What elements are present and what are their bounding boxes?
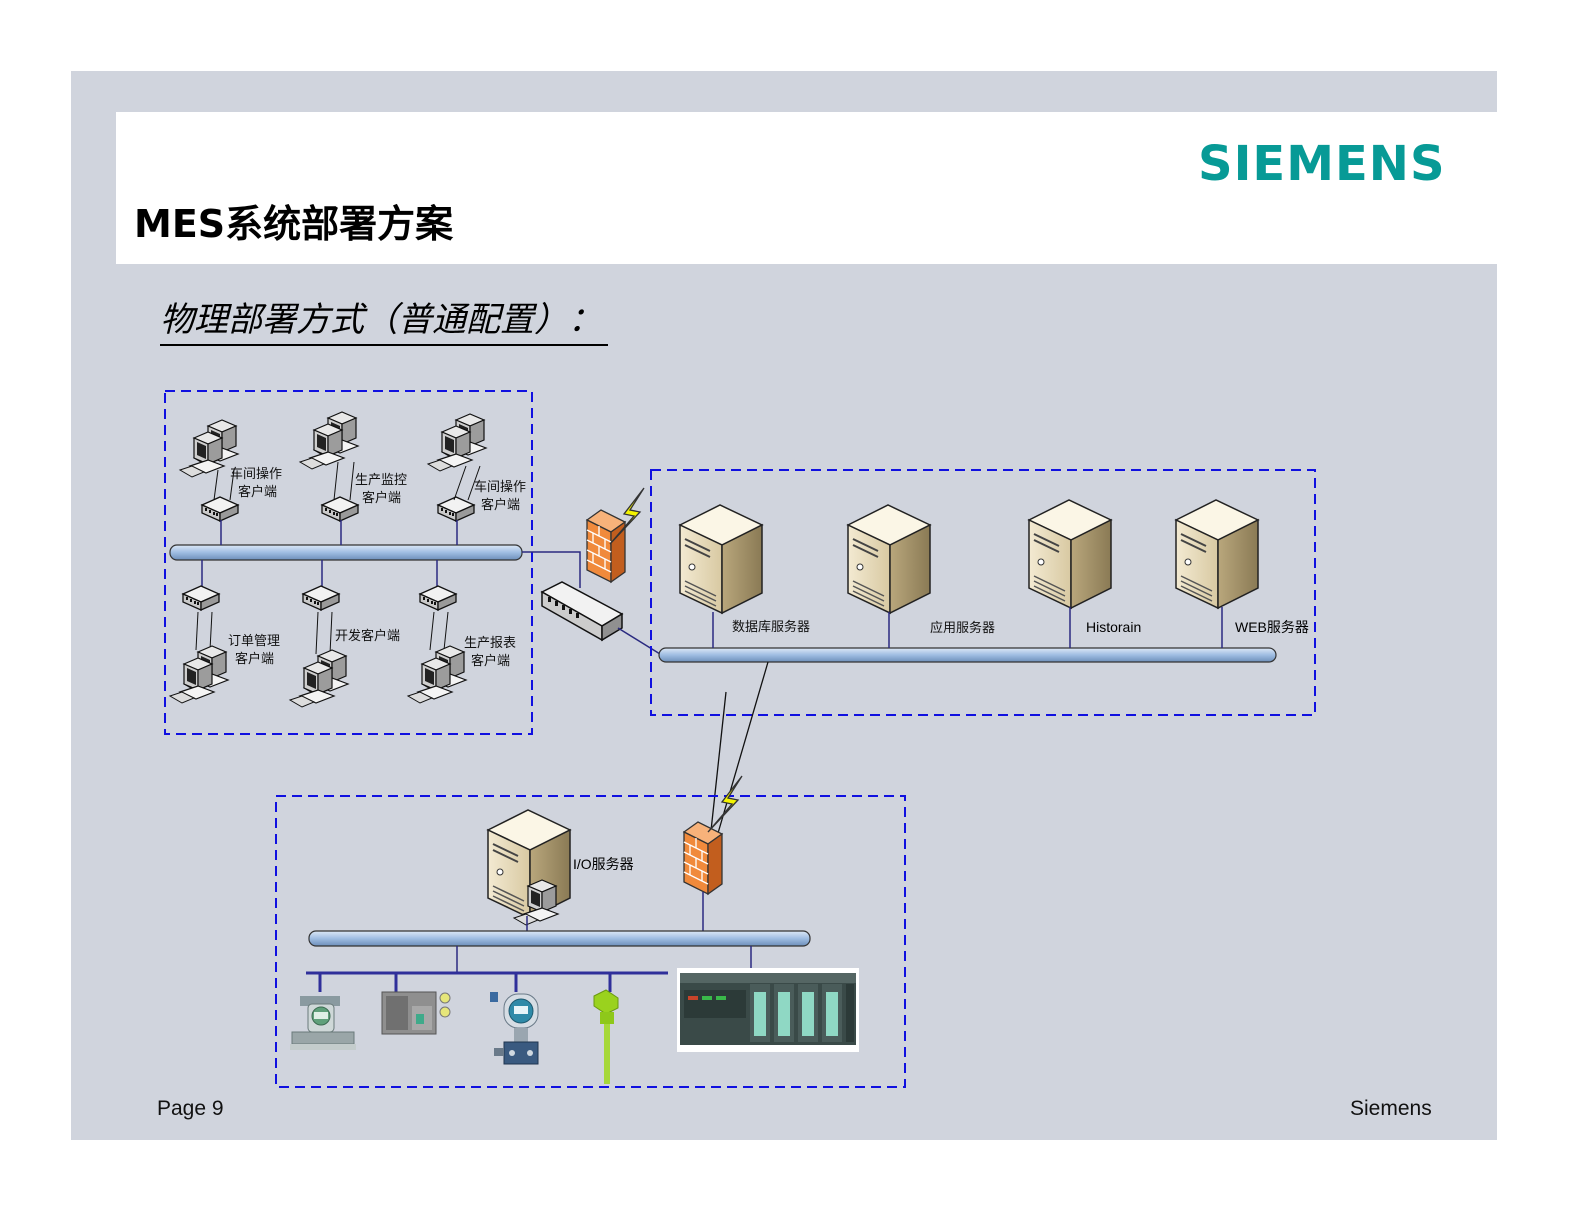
client-label: 车间操作 [474, 479, 526, 495]
drive-unit-icon [381, 991, 451, 1035]
client-workstation-1 [180, 420, 239, 545]
web-server-icon [1175, 499, 1259, 648]
flowmeter-icon [290, 996, 356, 1050]
client-label: 车间操作 [230, 466, 282, 482]
database-server-icon [679, 504, 763, 648]
io-server-icon [487, 809, 571, 932]
server-group-border [650, 469, 1316, 716]
firewall-icon [586, 487, 645, 583]
client-network-bus [169, 544, 523, 561]
plc-rack-icon [677, 968, 859, 1052]
client-label: 订单管理 [228, 634, 280, 649]
server-label: 数据库服务器 [732, 619, 810, 635]
server-label: Historain [1086, 619, 1141, 635]
plant-group-border [275, 795, 906, 1088]
server-network-bus [658, 647, 1277, 663]
client-label: 客户端 [362, 490, 401, 506]
historian-server-icon [1028, 499, 1112, 648]
client-workstation-4 [170, 560, 228, 703]
io-server-label: I/O服务器 [573, 856, 634, 872]
application-server-icon [847, 504, 931, 648]
client-group-border [164, 390, 533, 735]
client-label: 客户端 [471, 653, 510, 669]
pressure-transmitter-icon [490, 992, 539, 1065]
client-label: 生产监控 [355, 473, 407, 488]
client-label: 客户端 [238, 484, 277, 500]
page-title: MES系统部署方案 [134, 202, 454, 246]
plant-network-bus [308, 930, 811, 947]
plant-firewall-icon [683, 775, 743, 932]
footer-company: Siemens [1350, 1097, 1432, 1120]
client-workstation-6 [408, 560, 466, 703]
level-sensor-icon [593, 989, 619, 1084]
section-subtitle: 物理部署方式（普通配置）： [160, 296, 608, 346]
page-number: Page 9 [157, 1097, 224, 1120]
client-workstation-5 [290, 560, 348, 707]
server-label: 应用服务器 [930, 620, 995, 636]
client-workstation-2 [300, 412, 359, 545]
server-uplink [617, 627, 661, 655]
client-label: 生产报表 [464, 636, 516, 651]
siemens-logo: SIEMENS [1198, 136, 1446, 192]
plant-link [709, 661, 769, 841]
client-uplink [522, 551, 581, 588]
header-band [116, 112, 1497, 264]
client-label: 开发客户端 [335, 628, 400, 644]
client-label: 客户端 [235, 651, 274, 667]
client-label: 客户端 [481, 497, 520, 513]
server-label: WEB服务器 [1235, 619, 1309, 635]
client-workstation-3 [428, 414, 486, 545]
core-switch [540, 581, 624, 642]
